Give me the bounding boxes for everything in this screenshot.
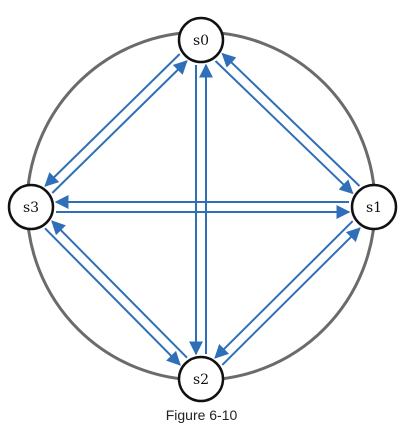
node-s1: s1	[350, 183, 398, 231]
node-s0-circle	[177, 16, 225, 64]
edge-s1-to-s2	[214, 220, 354, 359]
edge-s2-to-s1	[221, 227, 361, 366]
edge-s3-to-s0	[51, 60, 188, 194]
edge-s0-to-s1	[214, 60, 354, 195]
edge-s0-to-s3	[44, 53, 181, 187]
node-s3-label: s3	[23, 200, 39, 216]
node-s2-circle	[177, 355, 225, 403]
node-s3: s3	[7, 183, 55, 231]
node-s0-label: s0	[193, 33, 209, 49]
node-s3-circle	[7, 183, 55, 231]
node-s1-label: s1	[366, 200, 382, 216]
figure-caption: Figure 6-10	[165, 407, 238, 423]
node-s2-label: s2	[193, 372, 209, 388]
edge-s1-to-s0	[221, 52, 361, 187]
edge-s3-to-s2	[44, 227, 181, 366]
edges-layer	[44, 52, 361, 366]
node-s2: s2	[177, 355, 225, 403]
node-s1-circle	[350, 183, 398, 231]
edge-s2-to-s3	[51, 220, 188, 359]
ring-circle	[25, 30, 377, 382]
nodes-layer: s0 s1 s2 s3	[7, 16, 398, 403]
node-s0: s0	[177, 16, 225, 64]
